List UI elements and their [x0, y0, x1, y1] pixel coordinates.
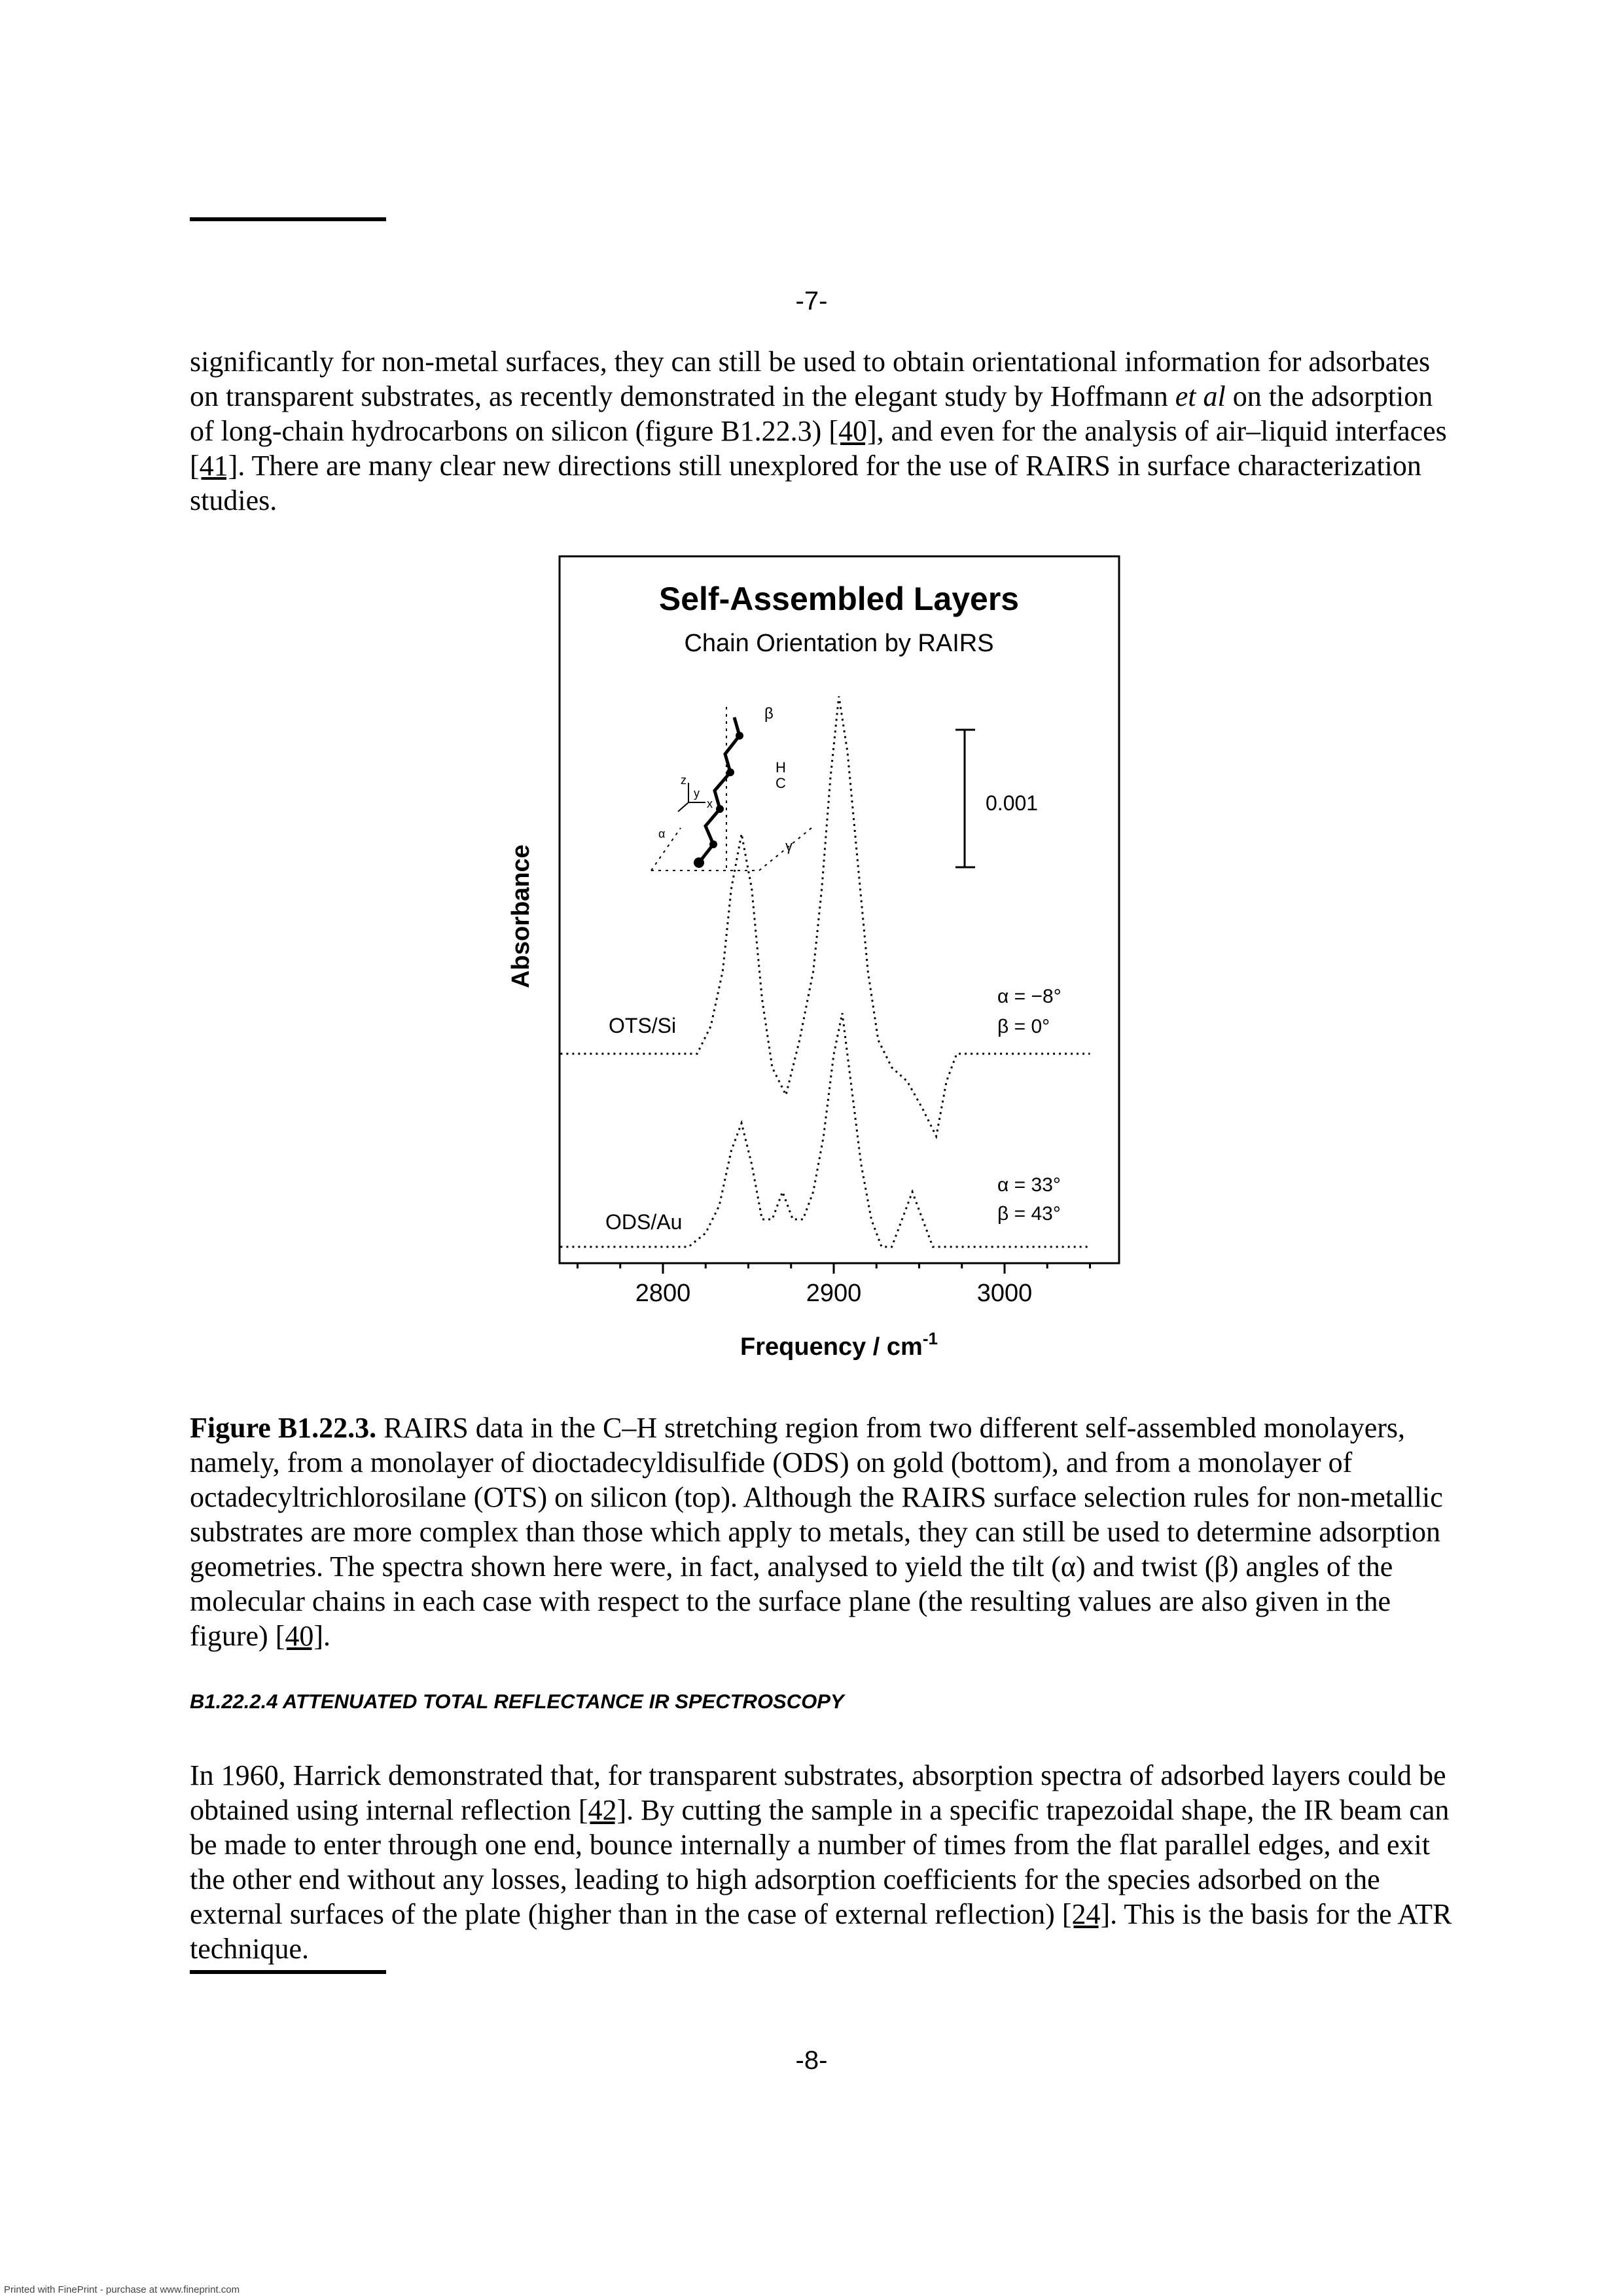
text-line: octadecyltrichlorosilane (OTS) on silico…: [190, 1481, 1443, 1513]
text-line: be made to enter through one end, bounce…: [190, 1829, 1431, 1861]
spectrum-ots-si: [560, 696, 1090, 1139]
atr-paragraph: In 1960, Harrick demonstrated that, for …: [190, 1758, 1452, 1966]
italic-term: et al: [1175, 380, 1226, 412]
spectra-traces: [560, 696, 1090, 1248]
inset-label-c: C: [776, 775, 786, 791]
ods-alpha-label: α = 33°: [997, 1174, 1061, 1196]
text-line: geometries. The spectra shown here were,…: [190, 1551, 1393, 1583]
section-heading: B1.22.2.4 ATTENUATED TOTAL REFLECTANCE I…: [190, 1690, 844, 1713]
inset-label-x: x: [707, 797, 713, 810]
text-line: significantly for non-metal surfaces, th…: [190, 346, 1431, 378]
scale-bar-label: 0.001: [986, 791, 1038, 815]
x-axis-title: Frequency / cm-1: [740, 1329, 938, 1361]
ods-beta-label: β = 43°: [997, 1203, 1061, 1225]
text-line: of long-chain hydrocarbons on silicon (f…: [190, 415, 1447, 447]
figure-frame: [558, 555, 1120, 1265]
inset-label-z: z: [681, 774, 687, 787]
text-line: namely, from a monolayer of dioctadecyld…: [190, 1446, 1353, 1479]
x-tick-label: 3000: [977, 1280, 1033, 1307]
text-line: technique.: [190, 1933, 310, 1965]
trace-label-ots: OTS/Si: [609, 1014, 676, 1037]
intro-paragraph: significantly for non-metal surfaces, th…: [190, 344, 1447, 518]
text-line: molecular chains in each case with respe…: [190, 1585, 1391, 1617]
text-line: figure) [40].: [190, 1620, 331, 1652]
reference-link-41[interactable]: [41]: [190, 450, 238, 482]
inset-label-gamma: γ: [785, 838, 793, 854]
printer-footer: Printed with FinePrint - purchase at www…: [4, 2284, 240, 2295]
footer-rule: [190, 1970, 386, 1974]
inset-label-beta: β: [764, 705, 774, 723]
x-tick-label: 2800: [635, 1280, 691, 1307]
x-tick-label: 2900: [806, 1280, 862, 1307]
header-rule: [190, 217, 386, 221]
inset-label-y: y: [694, 787, 700, 800]
scale-bar: 0.001: [955, 728, 1038, 869]
text-line: substrates are more complex than those w…: [190, 1516, 1441, 1548]
figure-caption: Figure B1.22.3. RAIRS data in the C–H st…: [190, 1410, 1446, 1653]
reference-link-40[interactable]: [40]: [829, 415, 877, 447]
text-line: external surfaces of the plate (higher t…: [190, 1898, 1452, 1930]
text-line: the other end without any losses, leadin…: [190, 1863, 1380, 1895]
text-line: studies.: [190, 484, 277, 516]
reference-link-42[interactable]: [42]: [578, 1794, 627, 1826]
reference-link-40[interactable]: [40]: [275, 1620, 324, 1652]
text-line: on transparent substrates, as recently d…: [190, 380, 1433, 412]
ots-alpha-label: α = −8°: [997, 986, 1061, 1007]
figure-subtitle: Chain Orientation by RAIRS: [684, 630, 993, 657]
reference-link-24[interactable]: [24]: [1061, 1898, 1111, 1930]
trace-label-ods: ODS/Au: [605, 1210, 682, 1234]
figure-title: Self-Assembled Layers: [659, 581, 1019, 617]
ots-beta-label: β = 0°: [997, 1016, 1050, 1037]
inset-label-h: H: [776, 759, 786, 776]
x-axis-superscript: -1: [923, 1329, 938, 1348]
caption-label: Figure B1.22.3.: [190, 1412, 377, 1444]
inset-label-alpha: α: [658, 827, 665, 840]
text-line: In 1960, Harrick demonstrated that, for …: [190, 1759, 1446, 1791]
page-number-top: -7-: [795, 287, 828, 315]
text-line: [41]. There are many clear new direction…: [190, 450, 1421, 482]
x-axis: 2800 2900 3000: [577, 1263, 1091, 1307]
text-line: obtained using internal reflection [42].…: [190, 1794, 1450, 1826]
page-number-bottom: -8-: [795, 2046, 828, 2075]
molecule-inset: z y x β α γ H C: [651, 705, 812, 871]
text-line: Figure B1.22.3. RAIRS data in the C–H st…: [190, 1412, 1406, 1444]
y-axis-label: Absorbance: [507, 844, 535, 988]
